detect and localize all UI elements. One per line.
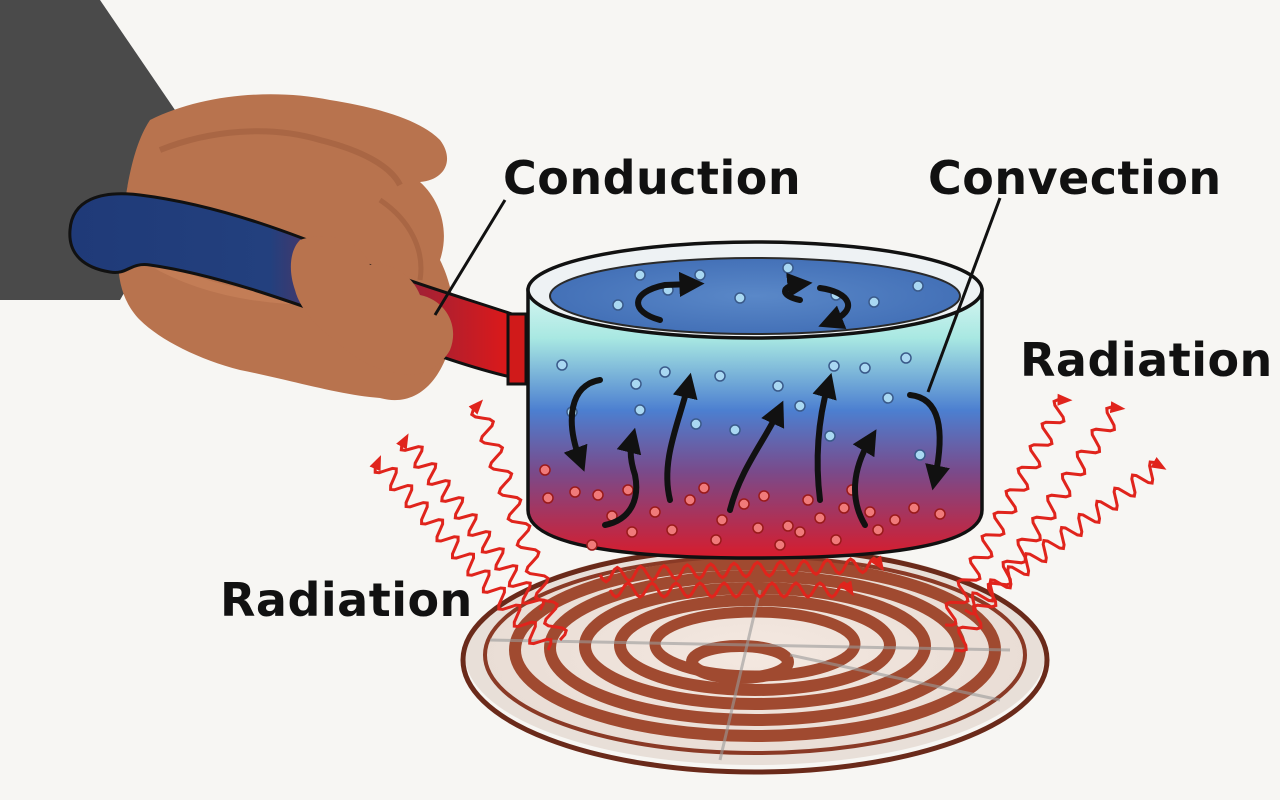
water-bubble — [729, 424, 741, 436]
bubbles — [539, 262, 946, 551]
radiation-wave — [468, 399, 568, 642]
radiation-wave — [964, 457, 1167, 616]
radiation-wave — [954, 401, 1126, 653]
radiation-wave — [598, 555, 885, 584]
convection-arrow-7 — [907, 392, 950, 491]
hand-fingers — [290, 236, 454, 376]
water-bubble — [824, 430, 836, 442]
radiation-label-right: Radiation — [1020, 333, 1273, 387]
hot-water-bubble — [542, 492, 554, 504]
surface-arrow-right — [817, 285, 852, 330]
hot-water-bubble — [774, 539, 786, 551]
water-bubble — [772, 380, 784, 392]
hot-water-bubble — [802, 494, 814, 506]
water-bubble — [556, 359, 568, 371]
surface-arrow-top — [782, 272, 813, 303]
hot-water-bubble — [758, 490, 770, 502]
water-bubble — [634, 404, 646, 416]
water-bubble — [828, 360, 840, 372]
water-bubble — [782, 262, 794, 274]
convection-arrow-2 — [602, 427, 642, 528]
radiation-wave — [396, 433, 546, 611]
water-bubble — [714, 370, 726, 382]
hot-water-bubble — [649, 506, 661, 518]
hot-water-bubble — [716, 514, 728, 526]
water-bubble — [690, 418, 702, 430]
hot-water-bubble — [830, 534, 842, 546]
convection-arrow-1 — [563, 377, 603, 472]
hot-water-bubble — [794, 526, 806, 538]
radiation-wave — [944, 393, 1073, 627]
water-bubble — [868, 296, 880, 308]
hot-water-bubble — [666, 524, 678, 536]
water-bubble — [912, 280, 924, 292]
hot-water-bubble — [908, 502, 920, 514]
surface-arrow-left — [635, 271, 705, 323]
conduction-leader — [433, 199, 507, 316]
hot-water-bubble — [889, 514, 901, 526]
water-surface — [549, 257, 961, 335]
water-bubble — [630, 378, 642, 390]
radiation-wave — [369, 455, 553, 651]
hot-water-bubble — [752, 522, 764, 534]
hot-water-bubble — [622, 484, 634, 496]
convection-arrow-6 — [852, 429, 877, 528]
hot-water-bubble — [864, 506, 876, 518]
hot-water-bubble — [934, 508, 946, 520]
convection-leader — [926, 197, 1002, 393]
hot-water-bubble — [586, 539, 598, 551]
water-bubble — [914, 449, 926, 461]
water-bubble — [659, 366, 671, 378]
convection-arrow-5 — [812, 372, 837, 503]
hot-water-bubble — [782, 520, 794, 532]
water-bubble — [794, 400, 806, 412]
electric-burner — [460, 545, 1050, 775]
water-bubble — [859, 362, 871, 374]
hot-water-bubble — [684, 494, 696, 506]
convection-arrows — [563, 271, 950, 528]
hot-water-bubble — [569, 486, 581, 498]
conduction-label: Conduction — [503, 151, 802, 205]
hot-water-bubble — [539, 464, 551, 476]
water-bubble — [900, 352, 912, 364]
convection-label: Convection — [928, 151, 1222, 205]
water-bubble — [634, 269, 646, 281]
radiation-waves — [369, 393, 1167, 653]
water-bubble — [612, 299, 624, 311]
convection-arrow-4 — [727, 400, 785, 513]
handle-bracket — [506, 312, 528, 386]
hot-water-bubble — [592, 489, 604, 501]
hot-water-bubble — [838, 502, 850, 514]
hot-water-bubble — [738, 498, 750, 510]
hot-water-bubble — [626, 526, 638, 538]
water-bubble — [882, 392, 894, 404]
hot-water-bubble — [698, 482, 710, 494]
water-bubble — [694, 269, 706, 281]
convection-arrow-3 — [664, 372, 698, 503]
hot-water-bubble — [814, 512, 826, 524]
radiation-wave — [608, 580, 854, 599]
hot-water-bubble — [710, 534, 722, 546]
radiation-label-left: Radiation — [220, 573, 473, 627]
hot-water-bubble — [872, 524, 884, 536]
water-bubble — [734, 292, 746, 304]
